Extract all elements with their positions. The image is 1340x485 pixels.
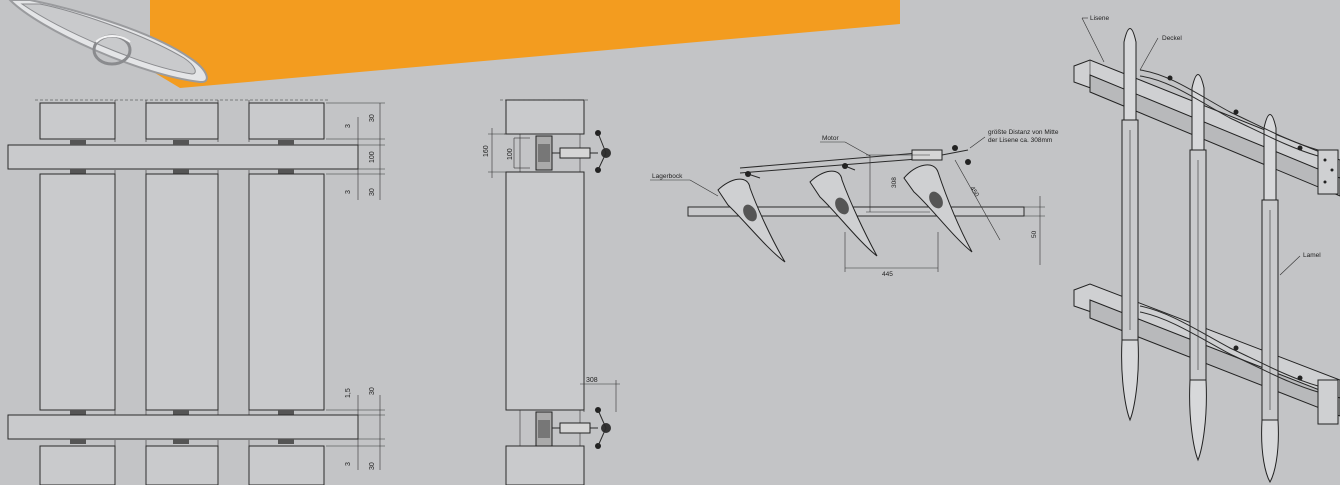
- motor-dim-50: 50: [1031, 230, 1038, 238]
- isometric-labels: Lisene Deckel Lamel: [1090, 15, 1321, 259]
- side-dim-308: 308: [586, 377, 598, 384]
- motor-view: [650, 136, 1045, 272]
- dim-3-mid: 3: [345, 190, 352, 194]
- dim-3-bottom: 3: [345, 462, 352, 466]
- motor-dim-450: 450: [968, 185, 980, 198]
- motor-dim-308: 308: [891, 177, 898, 188]
- label-motor: Motor: [822, 135, 839, 142]
- brand-logo: [8, 0, 208, 84]
- label-deckel: Deckel: [1162, 35, 1182, 42]
- side-dim-160: 160: [483, 145, 490, 157]
- note-line-1: größte Distanz von Mitte: [988, 129, 1059, 136]
- elevation-dimensions: 3 30 100 3 30 1,5 30 3 30: [345, 114, 376, 470]
- label-lamelle: Lamel: [1303, 252, 1321, 259]
- dim-30-top: 30: [369, 114, 376, 122]
- side-dimensions: 160 100 308: [483, 145, 598, 384]
- front-elevation: [7, 99, 385, 485]
- note-line-2: der Lisene ca. 308mm: [988, 137, 1052, 144]
- dim-30-bottom: 30: [369, 462, 376, 470]
- label-lagerbock: Lagerbock: [652, 173, 683, 180]
- motor-labels: Motor Lagerbock größte Distanz von Mitte…: [652, 129, 1059, 278]
- dim-100: 100: [369, 151, 376, 163]
- dim-1-5: 1,5: [345, 388, 352, 398]
- label-lisene: Lisene: [1090, 15, 1110, 22]
- isometric-view: [1073, 17, 1340, 484]
- dim-3-top: 3: [345, 124, 352, 128]
- dim-30-mid: 30: [369, 188, 376, 196]
- motor-dim-445: 445: [882, 271, 893, 278]
- side-view: [488, 99, 620, 485]
- header-banner: [150, 0, 900, 88]
- dim-30-low: 30: [369, 387, 376, 395]
- side-dim-100: 100: [507, 148, 514, 160]
